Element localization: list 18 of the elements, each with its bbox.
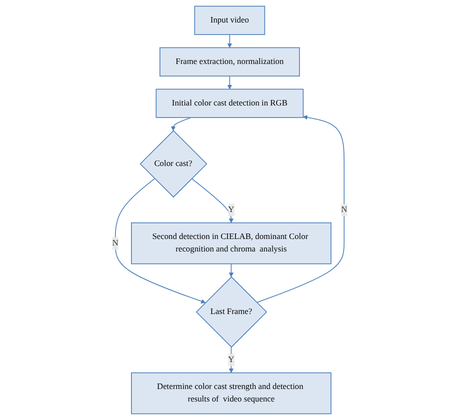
node-box: Input video <box>194 6 265 35</box>
node-box: Frame extraction, normalization <box>159 47 300 76</box>
arrow <box>227 76 232 90</box>
arrow <box>228 263 234 278</box>
edge-label: Y <box>228 355 234 364</box>
node-diamond: Last Frame? <box>196 276 267 348</box>
arrow <box>256 115 344 303</box>
arrow <box>191 178 234 224</box>
node-box: Second detection in CIELAB, dominant Color recognition and chroma analysis <box>130 222 332 264</box>
node-diamond: Color cast? <box>140 130 208 198</box>
arrow <box>114 178 206 304</box>
edge-label: N <box>112 238 118 248</box>
edge-label: Y <box>228 205 234 214</box>
arrow <box>170 117 192 131</box>
node-box: Initial color cast detection in RGB <box>156 88 304 118</box>
edge-label: N <box>340 205 347 214</box>
arrow <box>227 34 232 48</box>
node-box: Determine color cast strength and detection results of video sequence <box>130 372 332 414</box>
